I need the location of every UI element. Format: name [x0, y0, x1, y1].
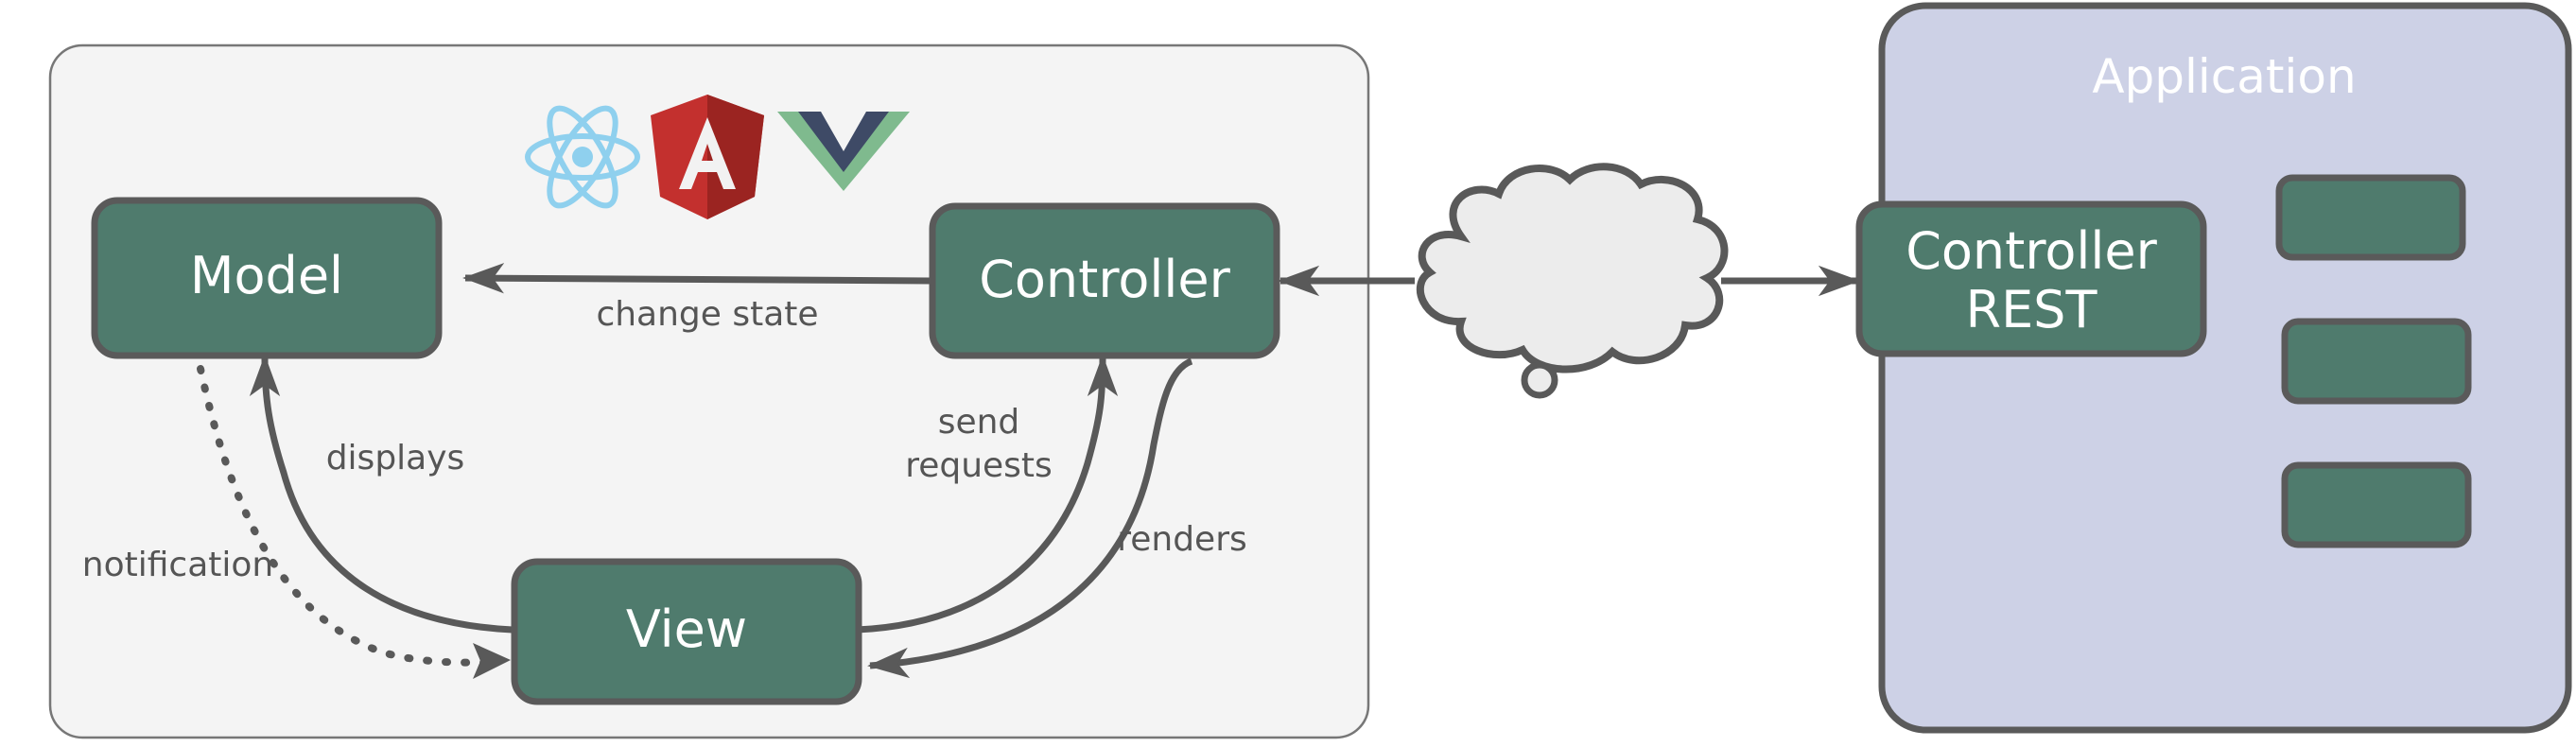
service-block	[2275, 174, 2466, 261]
edge-label-send: send	[938, 403, 1020, 442]
model-label: Model	[190, 246, 343, 305]
cloud-icon	[1417, 163, 1729, 399]
edge-displays	[249, 355, 513, 634]
edge-notification	[197, 365, 505, 667]
application-title: Application	[2092, 49, 2356, 104]
edge-send-requests	[856, 355, 1119, 634]
service-block	[2281, 461, 2472, 548]
edge-label-requests: requests	[905, 446, 1053, 485]
angular-logo	[651, 95, 764, 219]
edge-label-displays: displays	[326, 439, 465, 478]
view-label: View	[626, 599, 747, 659]
edge-label-change-state: change state	[596, 295, 818, 334]
edge-label-notification: notification	[82, 546, 273, 584]
edge-change-state	[462, 263, 931, 294]
controller-rest-node: Controller REST	[1855, 200, 2207, 357]
model-node: Model	[91, 197, 443, 359]
view-node: View	[511, 558, 862, 705]
edge-label-renders: renders	[1117, 520, 1247, 559]
edge-notification-arrowhead	[473, 643, 511, 679]
controller-rest-label-line1: Controller	[1906, 221, 2157, 281]
react-logo	[525, 105, 640, 209]
controller-node: Controller	[929, 202, 1280, 359]
edge-renders	[867, 357, 1193, 679]
controller-label: Controller	[979, 250, 1230, 309]
service-block	[2281, 318, 2472, 405]
vue-logo	[777, 112, 910, 191]
controller-rest-label-line2: REST	[1966, 280, 2098, 339]
